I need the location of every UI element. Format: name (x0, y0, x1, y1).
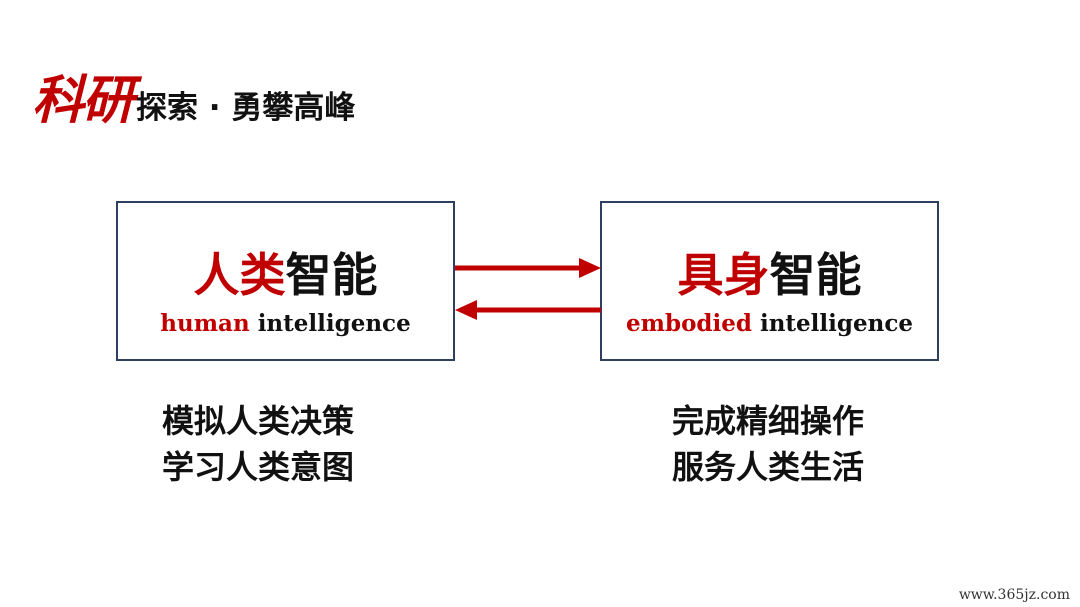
title-accent: 科研 (32, 71, 134, 131)
heading-red-part: 人类 (193, 248, 286, 302)
caption-line: 完成精细操作 (672, 402, 865, 440)
caption-line: 服务人类生活 (672, 448, 865, 486)
heading-black-part: 智能 (285, 248, 378, 302)
human-intelligence-subtitle: human intelligence (118, 310, 453, 337)
embodied-intelligence-heading: 具身智能 (602, 239, 937, 305)
human-intelligence-heading: 人类智能 (118, 239, 453, 305)
heading-black-part: 智能 (769, 248, 862, 302)
subtitle-black-part: intelligence (249, 310, 411, 337)
heading-red-part: 具身 (677, 248, 770, 302)
embodied-intelligence-box: 具身智能 embodied intelligence (600, 201, 939, 361)
caption-line: 学习人类意图 (162, 448, 355, 486)
right-arrow-icon (455, 258, 601, 278)
human-intelligence-box: 人类智能 human intelligence (116, 201, 455, 361)
left-arrow-icon (455, 300, 601, 320)
subtitle-red-part: human (160, 310, 250, 337)
embodied-intelligence-subtitle: embodied intelligence (602, 310, 937, 337)
watermark: www.365jz.com (958, 587, 1070, 603)
bidirectional-arrows (455, 258, 601, 320)
embodied-intelligence-caption: 完成精细操作 服务人类生活 (672, 398, 864, 490)
subtitle-black-part: intelligence (751, 310, 913, 337)
slide-title: 科研 探索 · 勇攀高峰 (32, 58, 355, 133)
human-intelligence-caption: 模拟人类决策 学习人类意图 (162, 398, 354, 490)
subtitle-red-part: embodied (626, 310, 752, 337)
title-rest: 探索 · 勇攀高峰 (136, 90, 356, 126)
caption-line: 模拟人类决策 (162, 402, 355, 440)
